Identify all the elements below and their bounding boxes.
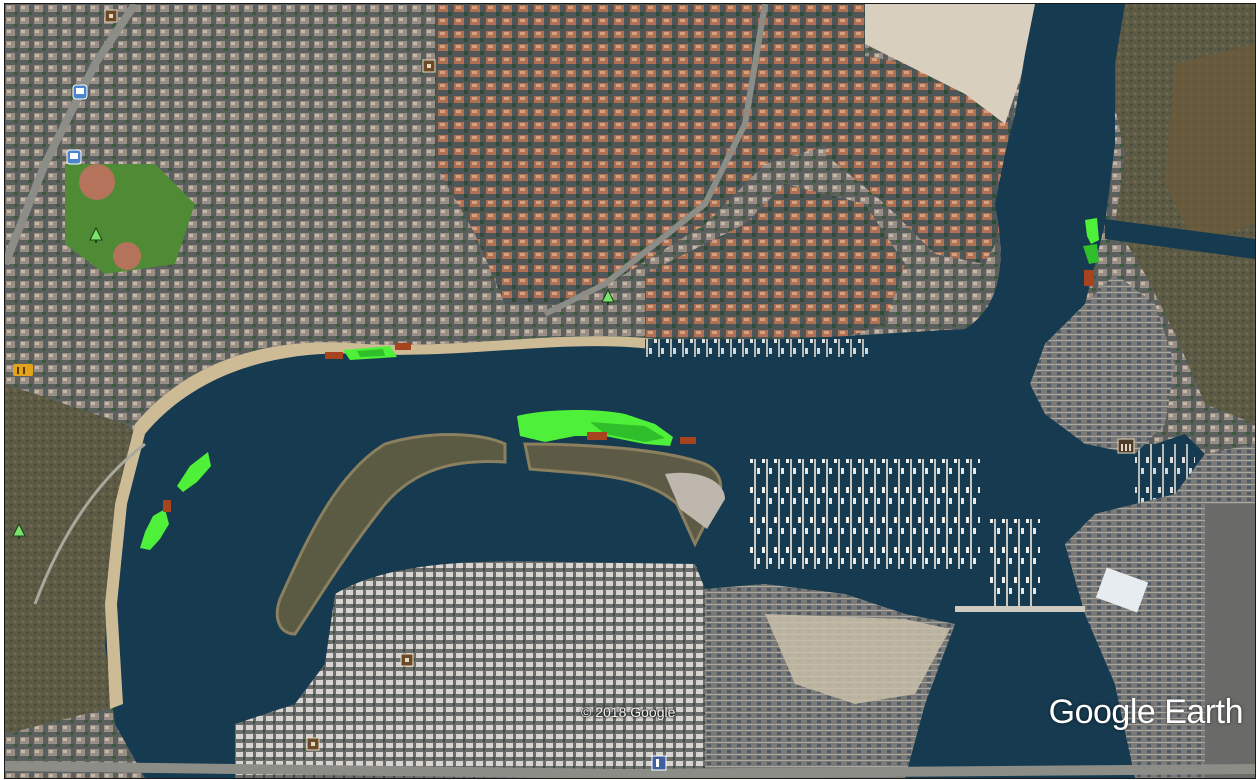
map-viewport[interactable]: © 2018 Google Google Earth [4,3,1256,779]
south-lot [765,614,950,704]
mobile-home-park [235,561,705,778]
landmark-icon[interactable] [1117,438,1135,454]
eelgrass-patch-east-2 [1083,244,1099,264]
island-spit-west [275,433,507,636]
beach-north [865,4,1035,124]
peninsula-docks [645,339,870,357]
sediment-patch-west [163,500,171,512]
place-marker-icon[interactable] [104,9,118,23]
east-channel [1105,219,1255,259]
tree-marker-icon[interactable] [601,288,615,305]
google-earth-logo: Google Earth [1048,693,1244,731]
north-neighborhood [435,4,865,304]
eelgrass-patch-center-dense [590,422,665,442]
east-road [1205,504,1255,778]
map-attribution: © 2018 Google [581,704,676,720]
wetland-brown [1165,44,1255,244]
eelgrass-patch-west-1 [177,452,211,492]
eelgrass-patch-north-dense [357,349,385,357]
bridge [955,606,1085,612]
road-south [5,761,1255,778]
restaurant-icon[interactable] [13,364,33,376]
satellite-map[interactable] [5,4,1255,778]
place-marker-icon[interactable] [422,59,436,73]
parking-icon[interactable] [651,755,667,771]
white-building [1095,567,1149,613]
tree-marker-icon[interactable] [89,226,103,243]
road-north [543,4,768,317]
northeast-neighborhood [825,54,1015,264]
road-west [5,4,139,266]
place-marker-icon[interactable] [400,653,414,667]
sediment-patch-north-2 [395,343,411,350]
place-marker-icon[interactable] [306,737,320,751]
marina-docks [750,459,980,569]
ball-diamond-2 [113,242,141,270]
sediment-patch-center-1 [587,432,607,440]
sediment-patch-center-2 [680,437,696,444]
bus-stop-icon[interactable] [66,149,82,165]
marina-docks-east [990,519,1040,611]
eelgrass-patch-west-2 [140,509,169,550]
trail-west [33,442,146,605]
eelgrass-patch-east-1 [1085,218,1099,244]
bus-stop-icon[interactable] [72,84,88,100]
ball-diamond-1 [79,164,115,200]
sediment-patch-east [1084,270,1094,286]
peninsula-neighborhood [645,184,905,349]
east-peninsula [1030,274,1175,454]
tree-marker-icon[interactable] [12,522,26,539]
sediment-patch-north-1 [325,352,343,359]
island-beach [665,472,725,529]
